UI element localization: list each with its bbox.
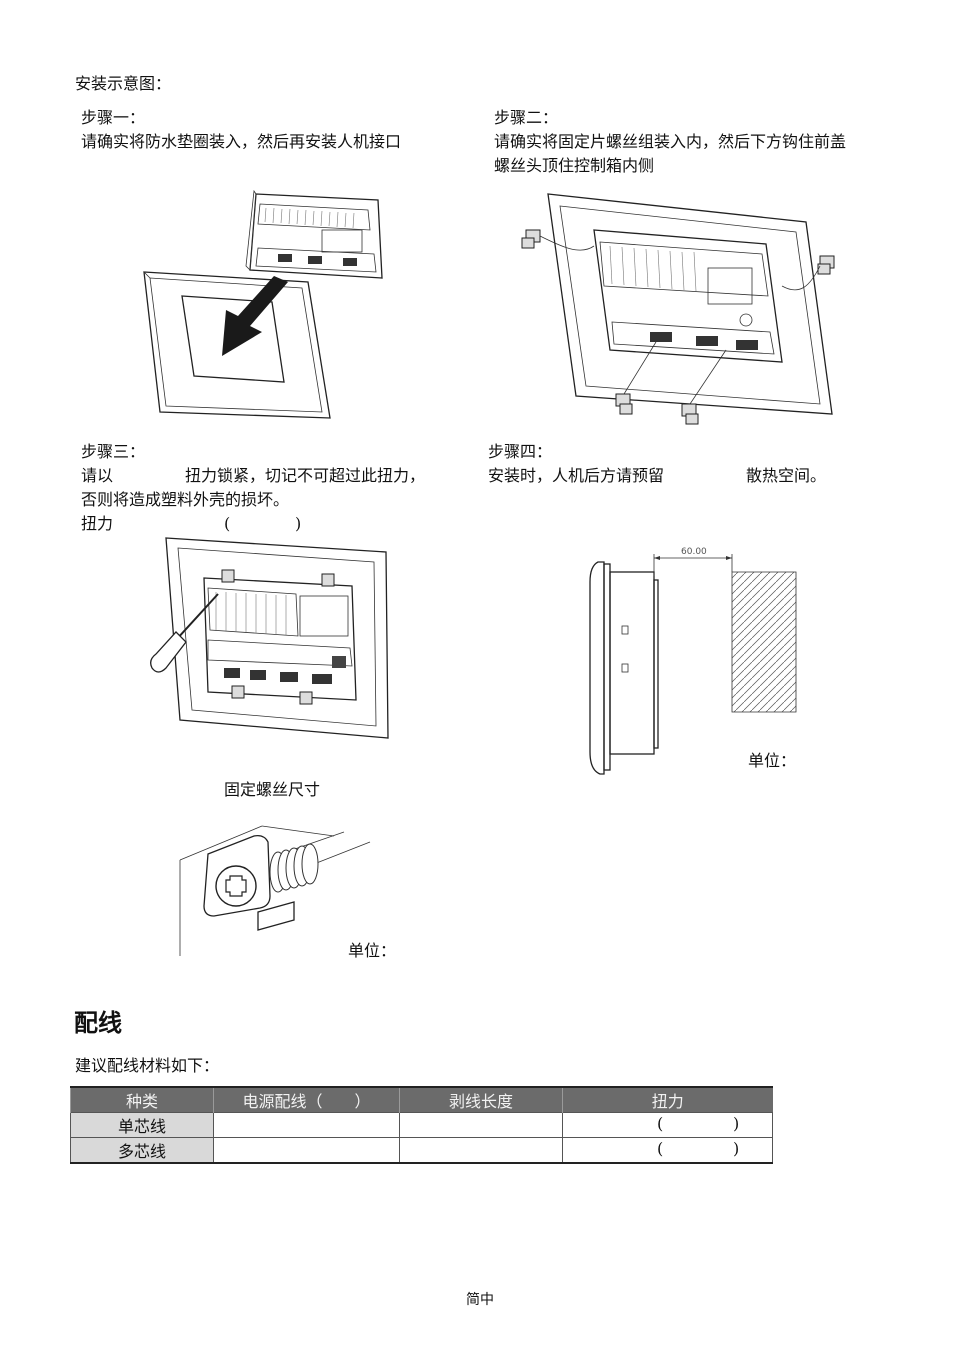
step4-unit-label: 单位： (748, 751, 797, 770)
step3-line1-end: 扭力锁紧，切记不可超过此扭力， (185, 466, 426, 485)
paren-close: ) (733, 1114, 740, 1133)
table-row: 单芯线 ( ) (70, 1112, 773, 1138)
step4-title: 步骤四： (488, 442, 553, 461)
step2-title: 步骤二： (494, 108, 559, 127)
install-heading: 安装示意图： (75, 74, 172, 93)
step3-title: 步骤三： (81, 442, 146, 461)
step1-illustration (143, 189, 383, 419)
step3-line1-start: 请以 (81, 466, 114, 485)
step4-illustration: 60.00 (589, 547, 797, 775)
table-header-row: 种类 电源配线（ ） 剥线长度 扭力 (70, 1086, 773, 1113)
header-strip-length: 剥线长度 (399, 1086, 563, 1113)
paren-close: ) (733, 1139, 740, 1158)
step4-line1-end: 散热空间。 (746, 466, 827, 485)
wiring-table: 种类 电源配线（ ） 剥线长度 扭力 单芯线 ( ) 多芯线 ( (70, 1086, 773, 1164)
row-type: 多芯线 (70, 1137, 214, 1164)
row-power-wire (213, 1112, 400, 1138)
step2-line2: 螺丝头顶住控制箱内侧 (494, 156, 655, 175)
table-row: 多芯线 ( ) (70, 1137, 773, 1164)
step3-torque-label: 扭力 (81, 514, 114, 533)
paren-open: ( (657, 1139, 664, 1158)
step4-line1-start: 安装时，人机后方请预留 (488, 466, 665, 485)
row-torque: ( ) (562, 1112, 773, 1138)
screw-size-title: 固定螺丝尺寸 (224, 780, 321, 799)
row-strip-length (399, 1112, 563, 1138)
screw-unit-label: 单位： (348, 941, 397, 960)
row-type: 单芯线 (70, 1112, 214, 1138)
header-power-wire: 电源配线（ ） (213, 1086, 400, 1113)
step1-title: 步骤一： (81, 108, 146, 127)
clearance-dimension: 60.00 (681, 547, 707, 557)
step2-line1: 请确实将固定片螺丝组装入内，然后下方钩住前盖 (494, 132, 847, 151)
step3-line2: 否则将造成塑料外壳的损坏。 (81, 490, 290, 509)
header-torque: 扭力 (562, 1086, 773, 1113)
row-strip-length (399, 1137, 563, 1164)
header-type: 种类 (70, 1086, 214, 1113)
step3-paren-close: ) (295, 514, 302, 533)
wiring-intro: 建议配线材料如下： (75, 1056, 220, 1075)
paren-open: ( (657, 1114, 664, 1133)
row-torque: ( ) (562, 1137, 773, 1164)
page-footer: 简中 (466, 1292, 494, 1308)
screw-illustration (179, 825, 371, 956)
wiring-title: 配线 (74, 1009, 122, 1037)
step2-illustration (521, 193, 835, 425)
row-power-wire (213, 1137, 400, 1164)
step3-paren-open: ( (224, 514, 231, 533)
step1-text: 请确实将防水垫圈装入，然后再安装人机接口 (81, 132, 402, 151)
step3-illustration (150, 537, 389, 739)
